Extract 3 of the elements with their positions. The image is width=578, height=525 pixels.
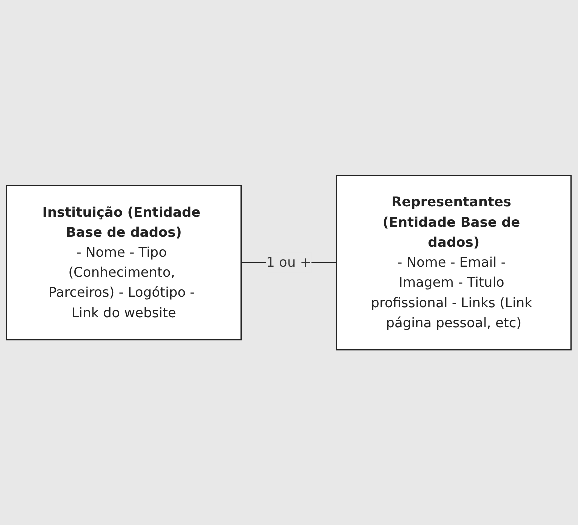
node-box: Representantes (Entidade Base de dados) - Nome - Email - Imagem - Titulo profissional - Links (Link página pessoal, etc) <box>336 174 572 350</box>
edge-label: 1 ou + <box>266 254 312 270</box>
node-box: Instituição (Entidade Base de dados) - Nome - Tipo (Conhecimento, Parceiros) - Logótipo - Link do website <box>6 184 242 340</box>
